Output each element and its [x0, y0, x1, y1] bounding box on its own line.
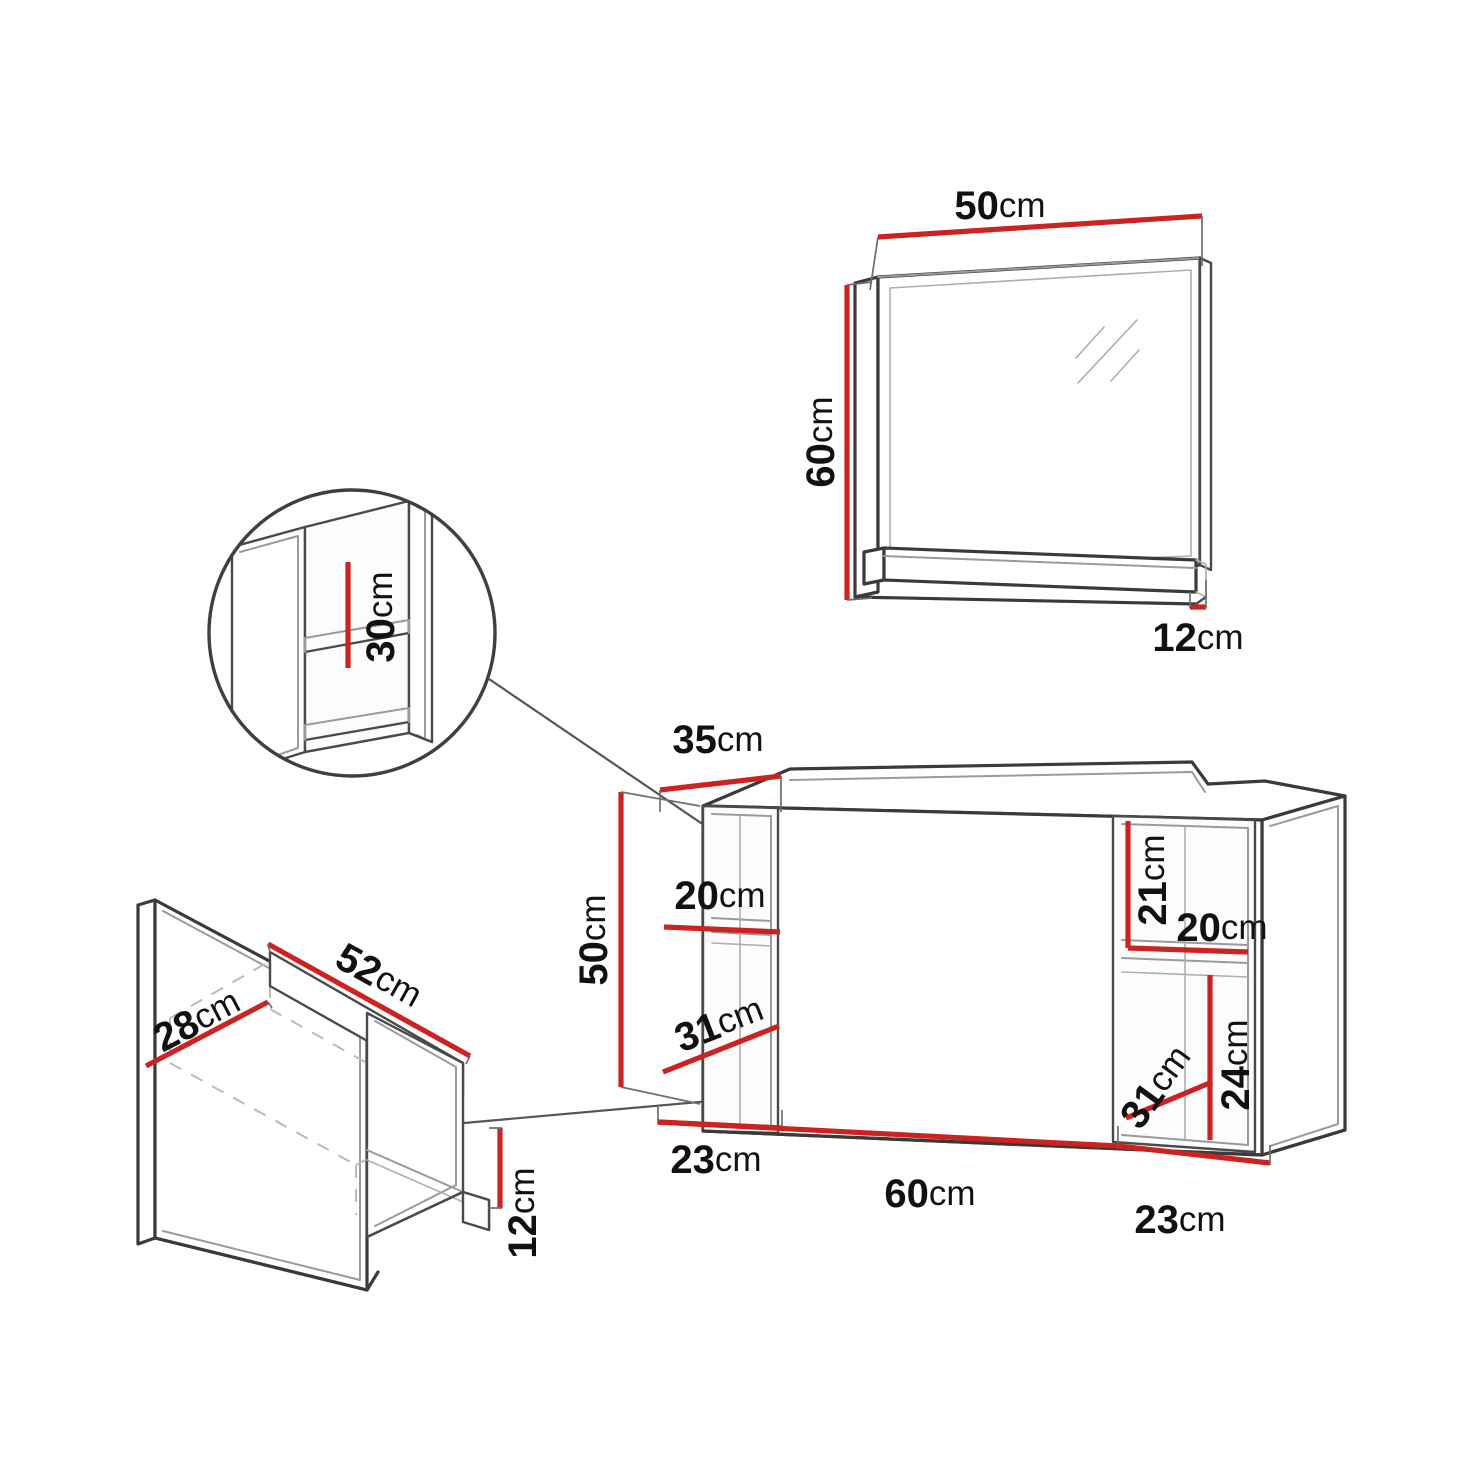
mirror-front-face: [876, 256, 1202, 580]
mirror-bottom-right-corner: [1194, 595, 1208, 606]
mirror-right-edge: [1198, 256, 1213, 572]
dimension-width-center: 60cm: [657, 1119, 1119, 1216]
dimension-right-shelf: 20cm: [1127, 906, 1268, 955]
dimension-right-upper: 21cm: [1125, 821, 1175, 948]
cabinet-left-niche: [701, 804, 780, 1135]
dimension-drawer-height: 12cm: [489, 1127, 545, 1259]
drawer-front-edge: [136, 898, 157, 1246]
drawer-right-edge-face: [461, 1190, 491, 1232]
label-mirror-width: 50cm: [954, 184, 1045, 228]
label-detail-height: 30cm: [359, 571, 403, 662]
drawer-right-wall-inner: [374, 1020, 457, 1227]
right-niche-opening: [1111, 814, 1257, 1154]
cabinet-right-niche: [1111, 814, 1257, 1154]
mirror-reflection-icon: [1075, 319, 1140, 384]
magnifier-circle-outline: [207, 488, 497, 778]
mirror-left-edge: [853, 275, 880, 599]
cabinet-bottom-edge: [701, 1128, 1347, 1157]
dimension-mirror-height: 60cm: [799, 281, 873, 601]
drawer-base-line: [366, 1149, 464, 1193]
detail-shelf-top: [304, 619, 410, 639]
cabinet-right-side-inner: [1269, 805, 1339, 1147]
detail-bottom-shelf-top: [304, 707, 410, 726]
label-width-right: 23cm: [1134, 1198, 1225, 1242]
dimension-cabinet-height: 50cm: [572, 791, 701, 1105]
left-niche-shelf-top: [711, 917, 772, 922]
left-niche-shelf-under: [711, 942, 772, 947]
label-left-shelf: 20cm: [674, 874, 765, 918]
cabinet-top-inner-line: [789, 771, 1206, 793]
label-width-center: 60cm: [884, 1172, 975, 1216]
dimension-width-right: 23cm: [1117, 1143, 1271, 1242]
label-cabinet-height: 50cm: [572, 894, 616, 985]
drawer-front-lip: [153, 1236, 380, 1292]
label-width-left: 23cm: [670, 1138, 761, 1182]
detail-circle-content: [209, 490, 495, 776]
drawer-base-line-2: [366, 1159, 464, 1203]
dimension-mirror-width: 50cm: [869, 184, 1203, 291]
label-right-shelf: 20cm: [1176, 906, 1267, 950]
label-mirror-depth: 12cm: [1152, 616, 1243, 660]
mirror-top-edge: [877, 257, 1201, 278]
mirror-shelf-top-line: [883, 555, 1197, 569]
label-drawer-height: 12cm: [501, 1167, 545, 1258]
drawer-front-panel-inner: [162, 910, 361, 1281]
dimension-left-shelf: 20cm: [663, 874, 781, 935]
detail-shelf-front: [303, 631, 411, 654]
mirror-bottom-rail: [853, 595, 1198, 606]
mirror-glass-border: [889, 269, 1192, 569]
cabinet-component: 35cm 50cm 20cm 31cm: [572, 718, 1347, 1242]
detail-right-divider: [407, 499, 434, 744]
detail-bottom-plinth: [303, 731, 434, 754]
label-right-upper: 21cm: [1131, 834, 1175, 925]
label-cabinet-depth: 35cm: [672, 718, 763, 762]
mirror-component: 50cm 60cm 12cm: [799, 184, 1244, 660]
detail-bottom-shelf-front: [303, 720, 411, 742]
cabinet-right-side-panel: [1260, 794, 1347, 1157]
label-right-lower-height: 24cm: [1214, 1019, 1258, 1110]
label-mirror-height: 60cm: [799, 396, 843, 487]
mirror-shelf-left-return: [862, 546, 886, 586]
dimension-cabinet-depth: 35cm: [659, 718, 782, 812]
left-niche-shelf-front: [711, 931, 772, 936]
dimension-right-lower-height: 24cm: [1207, 975, 1258, 1140]
dimension-mirror-depth: 12cm: [1152, 580, 1244, 660]
